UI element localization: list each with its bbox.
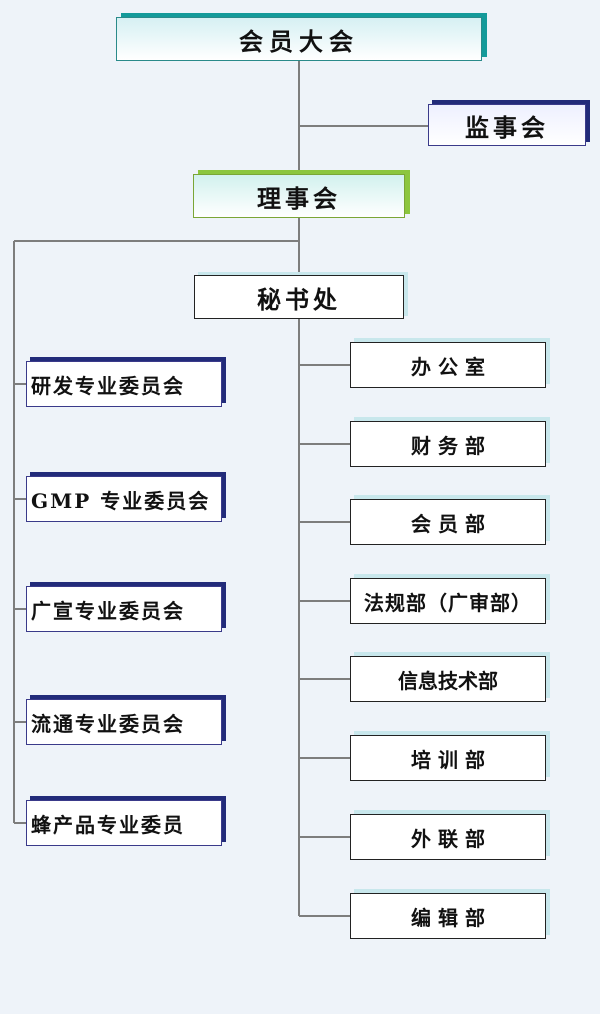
dept-external-box: 外 联 部	[350, 814, 546, 860]
dept-label: 培 训 部	[411, 747, 485, 772]
dept-label: 办 公 室	[411, 354, 485, 379]
dept-finance-box: 财 务 部	[350, 421, 546, 467]
dept-label: 会 员 部	[411, 511, 485, 536]
supervisory-board-box: 监事会	[428, 104, 586, 146]
dept-label: 外 联 部	[411, 826, 485, 851]
dept-label: 编 辑 部	[411, 905, 485, 930]
dept-training-box: 培 训 部	[350, 735, 546, 781]
dept-membership-box: 会 员 部	[350, 499, 546, 545]
committee-label: 研发专业委员会	[31, 373, 185, 398]
council-box: 理事会	[193, 174, 405, 218]
committee-distribution-box: 流通专业委员会	[26, 699, 222, 745]
dept-regulations-box: 法规部（广审部）	[350, 578, 546, 624]
committee-bee-products-box: 蜂产品专业委员	[26, 800, 222, 846]
committee-label: GMP 专业委员会	[31, 488, 211, 513]
dept-editorial-box: 编 辑 部	[350, 893, 546, 939]
dept-it-box: 信息技术部	[350, 656, 546, 702]
dept-label: 财 务 部	[411, 433, 485, 458]
general-assembly-label: 会员大会	[239, 26, 359, 56]
committee-label: 蜂产品专业委员	[31, 812, 185, 837]
committee-label: 广宣专业委员会	[31, 598, 185, 623]
committee-gmp-box: GMP 专业委员会	[26, 476, 222, 522]
general-assembly-box: 会员大会	[116, 17, 482, 61]
council-label: 理事会	[257, 183, 341, 213]
supervisory-board-label: 监事会	[465, 112, 549, 142]
dept-label: 信息技术部	[398, 668, 498, 693]
dept-label: 法规部（广审部）	[364, 590, 532, 615]
dept-office-box: 办 公 室	[350, 342, 546, 388]
committee-publicity-box: 广宣专业委员会	[26, 586, 222, 632]
secretariat-box: 秘书处	[194, 275, 404, 319]
secretariat-label: 秘书处	[257, 284, 341, 314]
committee-rnd-box: 研发专业委员会	[26, 361, 222, 407]
committee-label: 流通专业委员会	[31, 711, 185, 736]
